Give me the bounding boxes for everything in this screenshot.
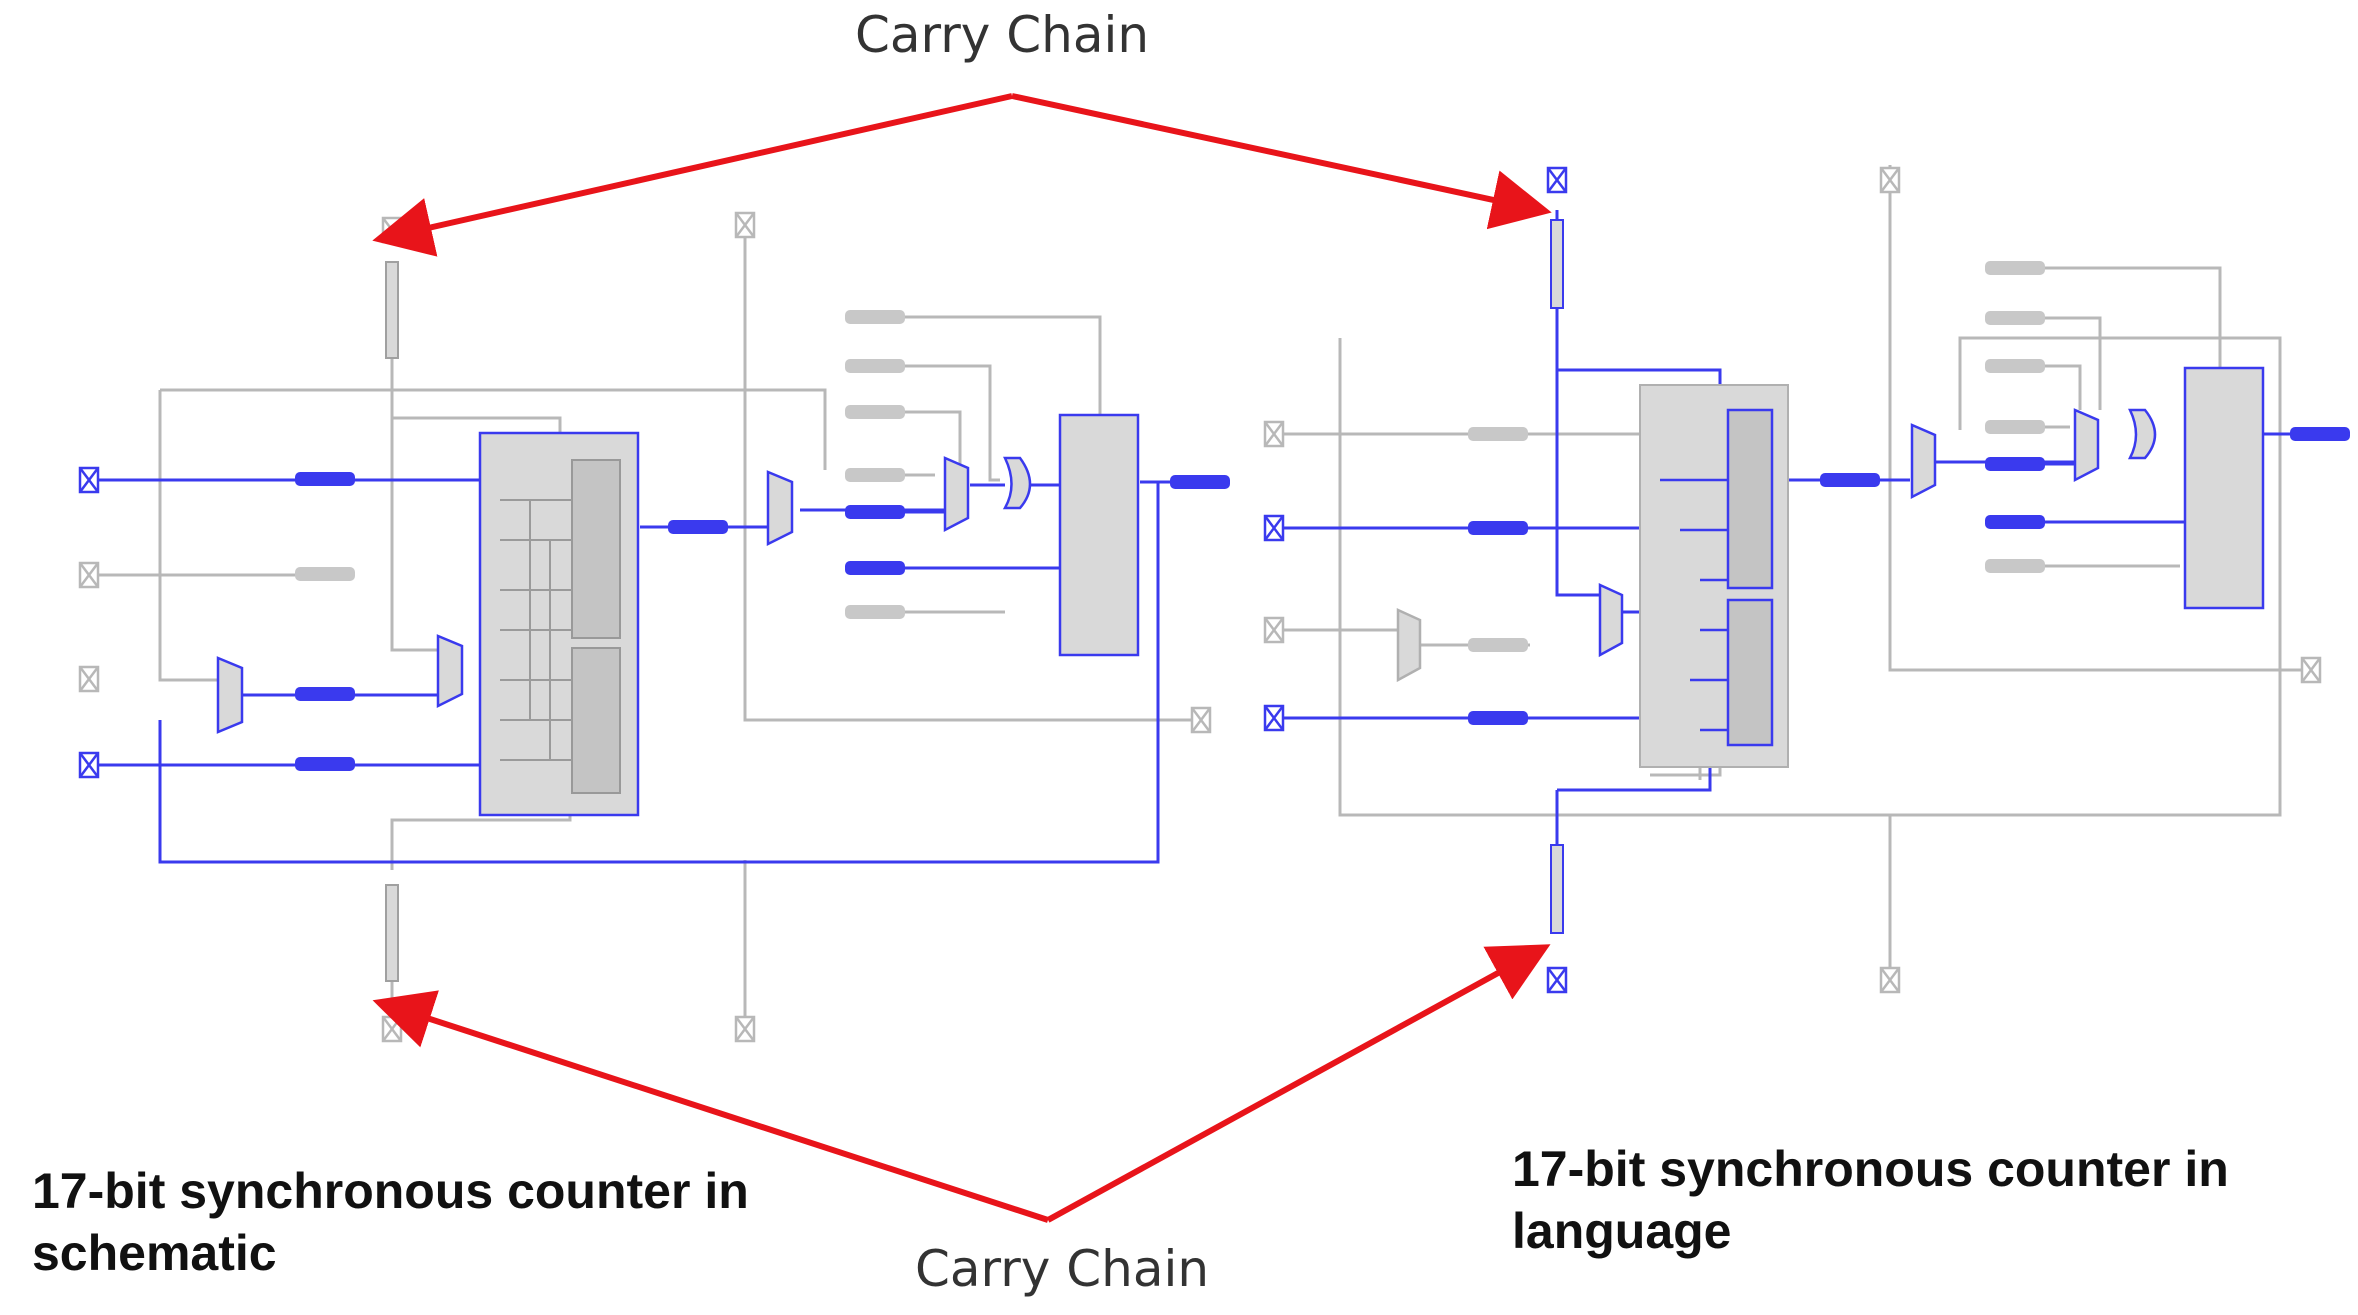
right-schematic xyxy=(1263,165,2350,994)
carry-chain-label-top: Carry Chain xyxy=(855,6,1150,64)
arrow-top-right xyxy=(1011,93,1552,230)
caption-schematic: 17-bit synchronous counter in schematic xyxy=(32,1163,749,1281)
carry-chain-label-bottom: Carry Chain xyxy=(915,1240,1210,1298)
left-schematic xyxy=(78,211,1230,1043)
caption-language: 17-bit synchronous counter in language xyxy=(1512,1141,2229,1259)
arrow-bottom-right xyxy=(1046,944,1551,1223)
arrow-bottom-left xyxy=(372,990,1049,1223)
arrow-top-left xyxy=(372,93,1013,257)
carry-chain-arrows xyxy=(372,93,1552,1223)
